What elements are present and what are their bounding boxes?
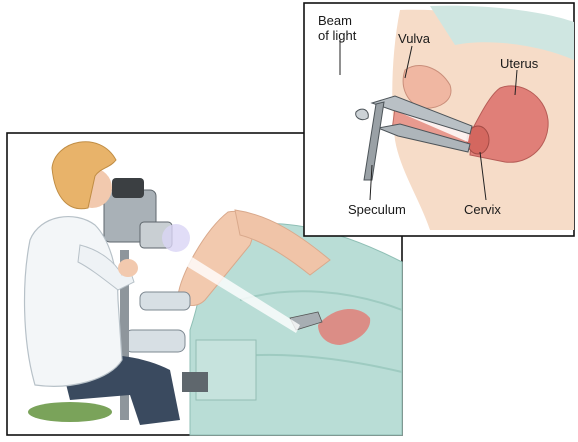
label-vulva: Vulva bbox=[398, 31, 431, 46]
colposcope-lamp bbox=[162, 224, 190, 252]
foot-rest-bar bbox=[182, 372, 208, 392]
label-of-light: of light bbox=[318, 28, 357, 43]
doctor-hand bbox=[118, 259, 138, 277]
inset-panel: Beam of light Vulva Uterus Speculum Cerv… bbox=[304, 3, 574, 236]
colposcope-eyepiece bbox=[112, 178, 144, 198]
stirrup-upper bbox=[140, 292, 190, 310]
label-cervix: Cervix bbox=[464, 202, 501, 217]
label-beam: Beam bbox=[318, 13, 352, 28]
label-uterus: Uterus bbox=[500, 56, 539, 71]
stirrup-lower bbox=[125, 330, 185, 352]
doctor-stool bbox=[28, 402, 112, 422]
speculum-screw bbox=[356, 109, 369, 119]
label-speculum: Speculum bbox=[348, 202, 406, 217]
